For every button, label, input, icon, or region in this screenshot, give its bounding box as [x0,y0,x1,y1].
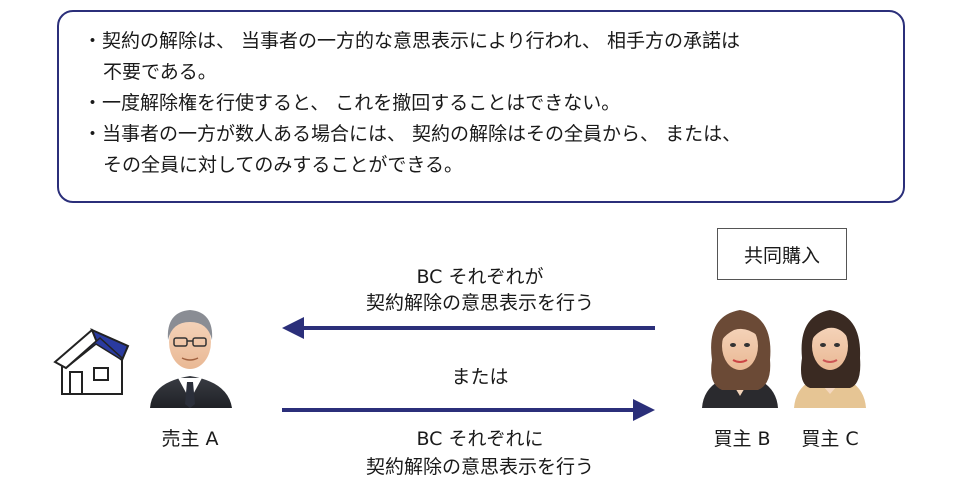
buyer-b-label: 買主 B [713,428,771,450]
rule-1-cont: 不要である。 [103,61,217,83]
arrow-to-seller [282,317,655,339]
arrow-top-line1: BC それぞれが [416,266,544,288]
buyer-c-label: 買主 C [801,428,859,450]
rule-3-cont: その全員に対してのみすることができる。 [103,154,464,176]
arrow-bottom-line1: BC それぞれに [416,428,544,450]
arrow-bottom-line2: 契約解除の意思表示を行う [365,456,594,478]
arrow-to-buyers [282,399,655,421]
buyer-b-avatar [702,310,778,408]
rule-3: ・当事者の一方が数人ある場合には、 契約の解除はその全員から、 または、 [83,123,742,145]
joint-purchase-box: 共同購入 [717,228,847,280]
seller-avatar [150,310,232,408]
buyer-c-avatar [794,310,866,408]
rule-1: ・契約の解除は、 当事者の一方的な意思表示により行われ、 相手方の承諾は [83,30,740,52]
arrow-top-line2: 契約解除の意思表示を行う [365,292,594,314]
joint-purchase-label: 共同購入 [743,244,820,267]
seller-label: 売主 A [161,428,219,450]
rules-box: ・契約の解除は、 当事者の一方的な意思表示により行われ、 相手方の承諾は 不要で… [57,10,905,203]
house-icon [53,328,130,395]
or-label: または [451,366,509,388]
rule-2: ・一度解除権を行使すると、 これを撤回することはできない。 [83,92,621,114]
